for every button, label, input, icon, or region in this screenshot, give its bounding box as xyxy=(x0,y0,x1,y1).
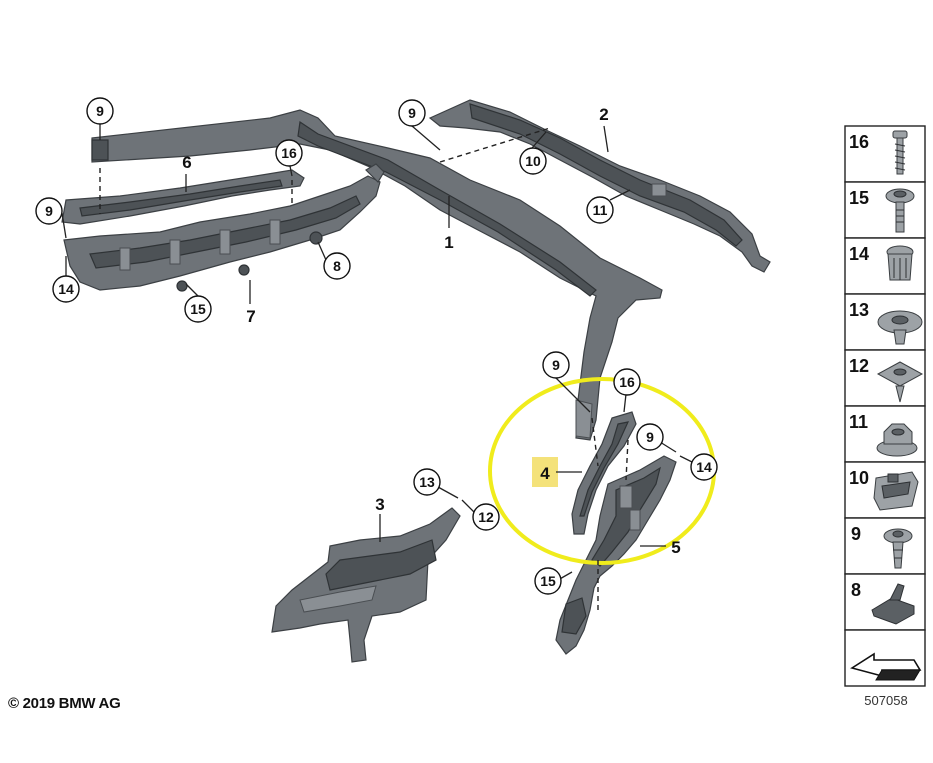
label-part-2[interactable]: 2 xyxy=(599,105,608,124)
svg-text:16: 16 xyxy=(849,132,869,152)
callout-16-left[interactable]: 16 xyxy=(275,139,303,167)
label-part-7[interactable]: 7 xyxy=(246,307,255,326)
legend-item-11[interactable]: 11 xyxy=(844,405,926,463)
svg-text:9: 9 xyxy=(552,357,560,373)
callout-14-right[interactable]: 14 xyxy=(690,453,718,481)
svg-text:15: 15 xyxy=(190,301,206,317)
callout-9-top[interactable]: 9 xyxy=(398,99,426,127)
arrow-icon xyxy=(850,652,922,681)
legend-item-16[interactable]: 16 xyxy=(844,125,926,183)
svg-text:9: 9 xyxy=(646,429,654,445)
svg-text:14: 14 xyxy=(58,281,74,297)
clip-nut-icon xyxy=(873,471,919,511)
label-part-3[interactable]: 3 xyxy=(375,495,384,514)
svg-text:9: 9 xyxy=(45,203,53,219)
label-part-1[interactable]: 1 xyxy=(444,233,453,252)
svg-text:8: 8 xyxy=(851,580,861,600)
fastener-legend: 16 15 14 xyxy=(844,125,926,687)
collar-screw-icon xyxy=(876,361,924,403)
callout-9-topleft[interactable]: 9 xyxy=(86,97,114,125)
svg-text:13: 13 xyxy=(419,474,435,490)
legend-item-15[interactable]: 15 xyxy=(844,181,926,239)
label-part-6[interactable]: 6 xyxy=(182,153,191,172)
callout-9-right[interactable]: 9 xyxy=(636,423,664,451)
callout-9-left[interactable]: 9 xyxy=(35,197,63,225)
svg-text:10: 10 xyxy=(525,153,541,169)
label-part-4[interactable]: 4 xyxy=(540,464,550,483)
legend-direction-box xyxy=(844,629,926,687)
legend-item-12[interactable]: 12 xyxy=(844,349,926,407)
svg-text:12: 12 xyxy=(849,356,869,376)
svg-text:14: 14 xyxy=(849,244,869,264)
part-6-strip[interactable] xyxy=(61,169,305,225)
callout-16-right[interactable]: 16 xyxy=(613,368,641,396)
svg-text:16: 16 xyxy=(619,374,635,390)
rivet-icon xyxy=(877,310,923,345)
svg-text:9: 9 xyxy=(408,105,416,121)
callout-15-left[interactable]: 15 xyxy=(184,295,212,323)
hex-nut-icon xyxy=(876,423,918,457)
nut-insert-icon xyxy=(886,245,914,281)
callout-15-bottom[interactable]: 15 xyxy=(534,567,562,595)
svg-text:11: 11 xyxy=(593,202,608,218)
highlight-label-box xyxy=(532,457,558,487)
part-2-bracket[interactable] xyxy=(428,99,771,273)
svg-text:14: 14 xyxy=(696,459,712,475)
bolt-washer-icon xyxy=(885,188,915,233)
svg-text:9: 9 xyxy=(851,524,861,544)
callout-8[interactable]: 8 xyxy=(323,252,351,280)
callout-13[interactable]: 13 xyxy=(413,468,441,496)
washer-screw-icon xyxy=(883,528,913,569)
svg-text:8: 8 xyxy=(333,258,341,274)
svg-text:12: 12 xyxy=(478,509,494,525)
legend-item-8[interactable]: 8 xyxy=(844,573,926,631)
part-5-bracket[interactable] xyxy=(555,455,677,655)
svg-text:9: 9 xyxy=(96,103,104,119)
legend-item-10[interactable]: 10 xyxy=(844,461,926,519)
drawing-id: 507058 xyxy=(864,693,908,708)
part-3-panel[interactable] xyxy=(271,507,461,663)
callout-14-left[interactable]: 14 xyxy=(52,275,80,303)
callout-11[interactable]: 11 xyxy=(586,196,614,224)
push-clip-icon xyxy=(871,583,915,625)
svg-text:11: 11 xyxy=(849,412,868,432)
legend-item-14[interactable]: 14 xyxy=(844,237,926,295)
svg-text:15: 15 xyxy=(849,188,869,208)
svg-text:10: 10 xyxy=(849,468,869,488)
leader-lines xyxy=(61,124,693,614)
legend-item-13[interactable]: 13 xyxy=(844,293,926,351)
callout-10[interactable]: 10 xyxy=(519,147,547,175)
copyright-text: © 2019 BMW AG xyxy=(8,695,121,712)
screw-icon xyxy=(892,130,908,175)
svg-text:16: 16 xyxy=(281,145,297,161)
svg-text:13: 13 xyxy=(849,300,869,320)
part-4-bracket[interactable] xyxy=(571,411,637,535)
callout-9-mid[interactable]: 9 xyxy=(542,351,570,379)
label-part-5[interactable]: 5 xyxy=(671,538,680,557)
svg-text:15: 15 xyxy=(540,573,556,589)
part-7-bracket[interactable] xyxy=(63,163,385,292)
legend-item-9[interactable]: 9 xyxy=(844,517,926,575)
callout-12[interactable]: 12 xyxy=(472,503,500,531)
